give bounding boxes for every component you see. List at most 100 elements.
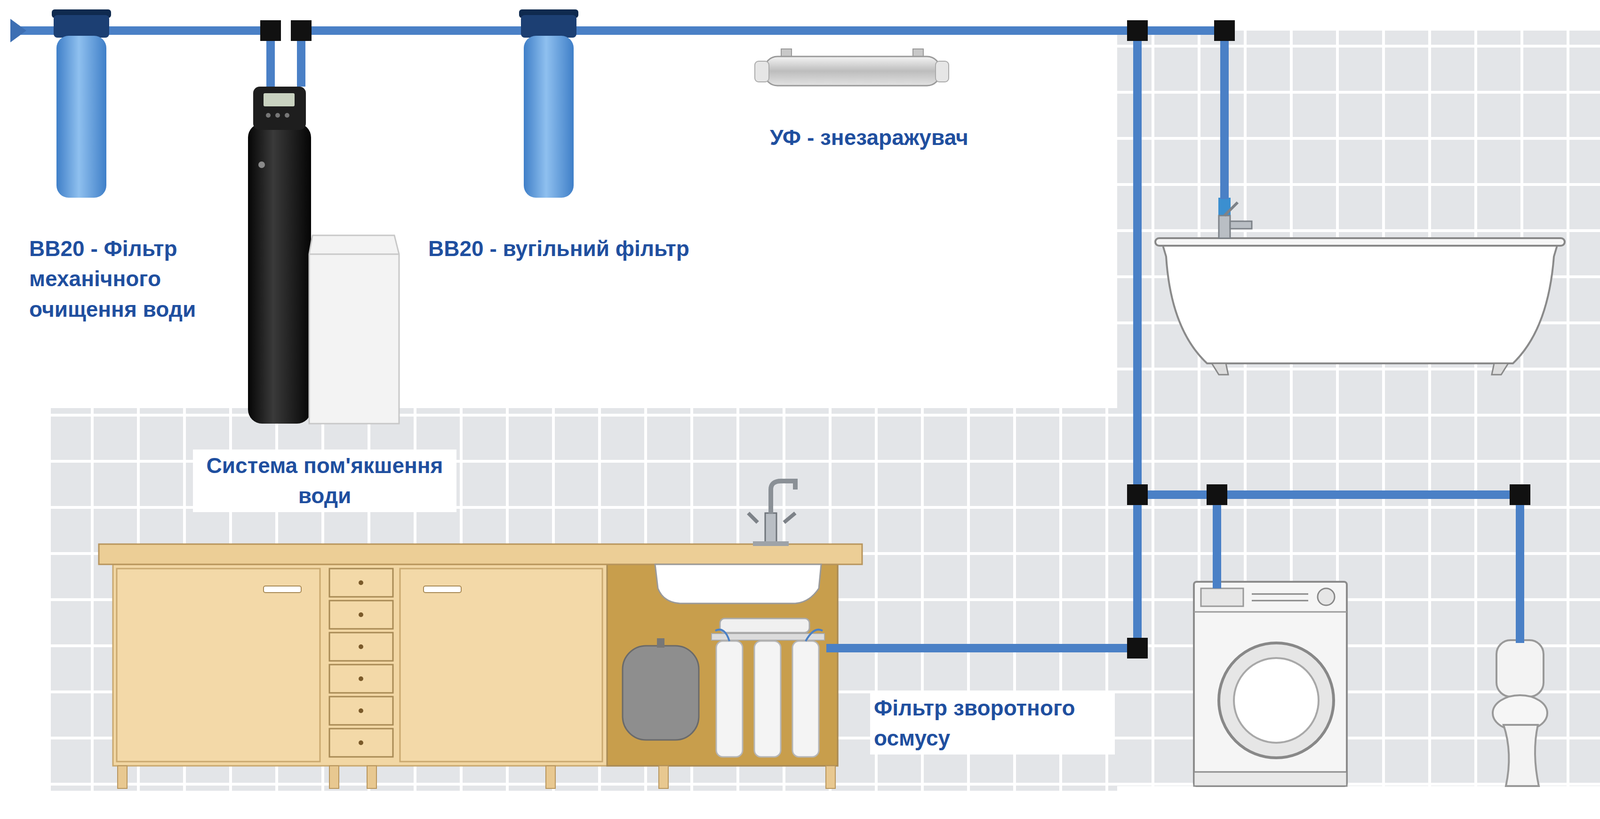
toilet [1492, 640, 1548, 786]
bathtub [1155, 238, 1565, 246]
cartridge-filter [519, 9, 579, 198]
reverse-osmosis-unit [622, 645, 699, 740]
pipe-fitting [1509, 484, 1531, 505]
uv-sterilizer [935, 61, 949, 82]
reverse-osmosis-unit [716, 640, 743, 757]
equipment-component: BB20 - Фільтр механічного очищення води [50, 8, 112, 200]
kitchen-cabinet [607, 564, 838, 766]
water-softener [309, 235, 400, 424]
bathtub [1491, 363, 1509, 375]
kitchen-cabinet [329, 632, 393, 661]
uv-sterilizer [754, 48, 949, 86]
label-holder: Система пом'якшення води [192, 449, 457, 512]
reverse-osmosis-unit [622, 618, 825, 757]
washing-machine [1251, 600, 1309, 602]
water-softener [258, 161, 265, 168]
washing-machine [1200, 588, 1244, 607]
reverse-osmosis-unit [805, 629, 823, 641]
component-label: УФ - знезаражувач [766, 121, 973, 154]
bathtub [1211, 363, 1229, 375]
kitchen-cabinet [116, 568, 320, 762]
kitchen-faucet [765, 512, 777, 544]
pipe-connector [576, 26, 755, 35]
kitchen-cabinet [658, 765, 669, 789]
water-softener [253, 86, 306, 130]
label-holder: Фільтр зворотного осмусу [870, 691, 1115, 755]
uv-sterilizer [754, 61, 769, 82]
equipment-component: BB20 - вугільний фільтр [520, 8, 577, 205]
component-label: Фільтр зворотного осмусу [870, 691, 1115, 755]
kitchen-cabinet [545, 765, 556, 789]
bath-faucet [1218, 197, 1252, 239]
kitchen-cabinet [358, 676, 364, 681]
kitchen-faucet [752, 541, 789, 546]
water-softener [248, 123, 312, 424]
kitchen-cabinet [358, 644, 364, 649]
bath-faucet [1224, 202, 1238, 216]
pipe-fitting [1127, 484, 1148, 505]
water-pipe [1212, 494, 1222, 589]
kitchen-cabinet [329, 600, 393, 629]
equipment-component: Фільтр зворотного осмусу [709, 617, 827, 760]
toilet [1503, 724, 1539, 786]
water-softener [263, 93, 295, 107]
water-pipe [753, 26, 950, 35]
kitchen-cabinet [329, 696, 393, 725]
wall-tiles [50, 30, 1600, 791]
pipe-fitting [1206, 484, 1228, 505]
kitchen-cabinet [825, 765, 836, 789]
label-holder: УФ - знезаражувач [766, 121, 973, 154]
washing-machine [1317, 588, 1335, 606]
component-label: Система пом'якшення води [192, 449, 457, 512]
kitchen-cabinet [367, 765, 377, 789]
water-pipe [1137, 494, 1520, 643]
kitchen-faucet [770, 480, 796, 514]
washing-machine [1251, 593, 1309, 595]
reverse-osmosis-unit [754, 640, 781, 757]
pipe-fitting [260, 20, 281, 41]
pipe-fitting [1214, 20, 1235, 41]
kitchen-cabinet [329, 728, 393, 757]
kitchen-cabinet [358, 708, 364, 713]
label-holder: BB20 - вугільний фільтр [424, 232, 694, 265]
water-pipe [1137, 30, 1225, 200]
reverse-osmosis-unit [656, 638, 665, 648]
component-label: BB20 - вугільний фільтр [424, 232, 694, 265]
kitchen-cabinet [117, 765, 128, 789]
kitchen-faucet [748, 480, 796, 546]
toilet [1496, 640, 1544, 697]
pipe-connector [112, 30, 271, 87]
washing-machine [1218, 642, 1334, 758]
kitchen-cabinet [329, 765, 339, 789]
inlet-arrow [10, 18, 27, 43]
washing-machine [1193, 581, 1347, 786]
bath-faucet [1230, 221, 1252, 229]
wall-tiles [1117, 30, 1600, 786]
inlet-arrow [10, 18, 27, 43]
kitchen-cabinet [329, 568, 393, 597]
kitchen-cabinet [112, 564, 838, 766]
kitchen-cabinet [98, 544, 863, 789]
washing-machine [1193, 611, 1347, 613]
cartridge-filter [51, 9, 112, 198]
pipe-fitting [1127, 637, 1148, 659]
water-softener [284, 112, 290, 118]
water-softener [265, 112, 271, 118]
water-softener [309, 253, 400, 256]
kitchen-cabinet [329, 664, 393, 693]
kitchen-cabinet [358, 612, 364, 617]
component-label: BB20 - Фільтр механічного очищення води [25, 232, 242, 326]
cartridge-filter [51, 9, 579, 198]
kitchen-cabinet [423, 585, 462, 593]
wall-tiles [50, 408, 1118, 791]
uv-sterilizer [764, 56, 941, 86]
water-softener [275, 112, 280, 118]
bath-faucet [1218, 215, 1231, 239]
kitchen-cabinet [655, 564, 822, 604]
pipe-fitting [260, 20, 1531, 659]
bathtub [1162, 243, 1558, 364]
pipe-connector [301, 30, 521, 87]
bathtub [1155, 238, 1565, 375]
reverse-osmosis-unit [715, 629, 730, 641]
